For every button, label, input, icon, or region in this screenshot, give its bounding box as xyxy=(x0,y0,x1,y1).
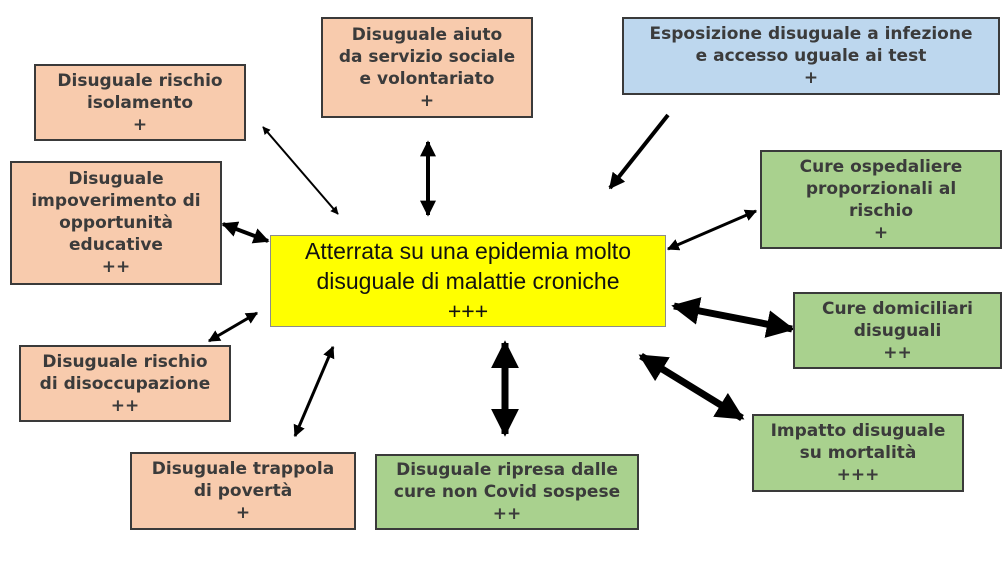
infection-line-1: Esposizione disuguale a infezione xyxy=(649,24,973,44)
arrow-mortality xyxy=(638,353,745,421)
arrow-infection xyxy=(608,113,670,190)
social-aid-line-1: Disuguale aiuto xyxy=(351,24,503,45)
social-aid-box: Disuguale aiuto da servizio sociale e vo… xyxy=(321,17,533,118)
isolation-line-1: Disuguale rischio xyxy=(57,70,223,91)
educational-line-4: educative xyxy=(69,235,163,255)
arrow-poverty xyxy=(293,345,335,438)
recovery-line-1: Disuguale ripresa dalle xyxy=(396,460,618,480)
mortality-line-1: Impatto disuguale xyxy=(770,421,946,441)
recovery-line-2: cure non Covid sospese xyxy=(393,482,621,502)
arrow-unemployment xyxy=(207,311,259,343)
educational-line-3: opportunità xyxy=(59,213,173,233)
center-line-2: disuguale di malattie croniche xyxy=(316,268,620,294)
social-aid-line-2: da servizio sociale xyxy=(338,46,516,67)
mortality-rating: +++ xyxy=(836,465,880,485)
unemployment-line-2: di disoccupazione xyxy=(39,373,211,394)
center-rating: +++ xyxy=(447,298,489,324)
hospital-line-2: proporzionali al xyxy=(805,178,957,199)
arrow-hospital xyxy=(666,209,758,251)
educational-line-2: impoverimento di xyxy=(31,191,201,211)
home-care-box: Cure domiciliari disuguali ++ xyxy=(793,292,1002,369)
educational-rating: ++ xyxy=(101,257,131,277)
hospital-line-3: rischio xyxy=(848,200,913,221)
arrow-educational xyxy=(221,221,270,244)
hospital-care-box: Cure ospedaliere proporzionali al rischi… xyxy=(760,150,1002,249)
infection-line-2: e accesso uguale ai test xyxy=(695,46,927,66)
infection-rating: + xyxy=(803,68,819,88)
mortality-impact-box: Impatto disuguale su mortalità +++ xyxy=(752,414,964,492)
unemployment-risk-box: Disuguale rischio di disoccupazione ++ xyxy=(19,345,231,422)
center-line-1: Atterrata su una epidemia molto xyxy=(304,238,631,264)
infection-exposure-box: Esposizione disuguale a infezione e acce… xyxy=(622,17,1000,95)
social-aid-line-3: e volontariato xyxy=(359,68,495,89)
home-care-rating: ++ xyxy=(883,342,912,363)
hospital-line-1: Cure ospedaliere xyxy=(799,156,963,177)
mortality-line-2: su mortalità xyxy=(799,443,917,463)
home-care-line-2: disuguali xyxy=(853,320,942,341)
isolation-risk-box: Disuguale rischio isolamento + xyxy=(34,64,246,141)
poverty-line-1: Disuguale trappola xyxy=(151,459,335,479)
poverty-rating: + xyxy=(235,503,251,523)
unemployment-line-1: Disuguale rischio xyxy=(42,351,208,372)
arrow-home-care xyxy=(671,297,795,338)
poverty-line-2: di povertà xyxy=(193,481,293,501)
hospital-rating: + xyxy=(873,222,889,243)
arrow-isolation xyxy=(262,126,339,215)
educational-impoverishment-box: Disuguale impoverimento di opportunità e… xyxy=(10,161,222,285)
non-covid-recovery-box: Disuguale ripresa dalle cure non Covid s… xyxy=(375,454,639,530)
recovery-rating: ++ xyxy=(492,504,522,524)
social-aid-rating: + xyxy=(419,90,435,111)
unemployment-rating: ++ xyxy=(110,395,140,416)
poverty-trap-box: Disuguale trappola di povertà + xyxy=(130,452,356,530)
isolation-line-2: isolamento xyxy=(86,92,194,113)
central-epidemic-box: Atterrata su una epidemia molto disugual… xyxy=(270,235,666,327)
educational-line-1: Disuguale xyxy=(68,169,164,189)
isolation-rating: + xyxy=(132,114,148,135)
home-care-line-1: Cure domiciliari xyxy=(821,298,974,319)
